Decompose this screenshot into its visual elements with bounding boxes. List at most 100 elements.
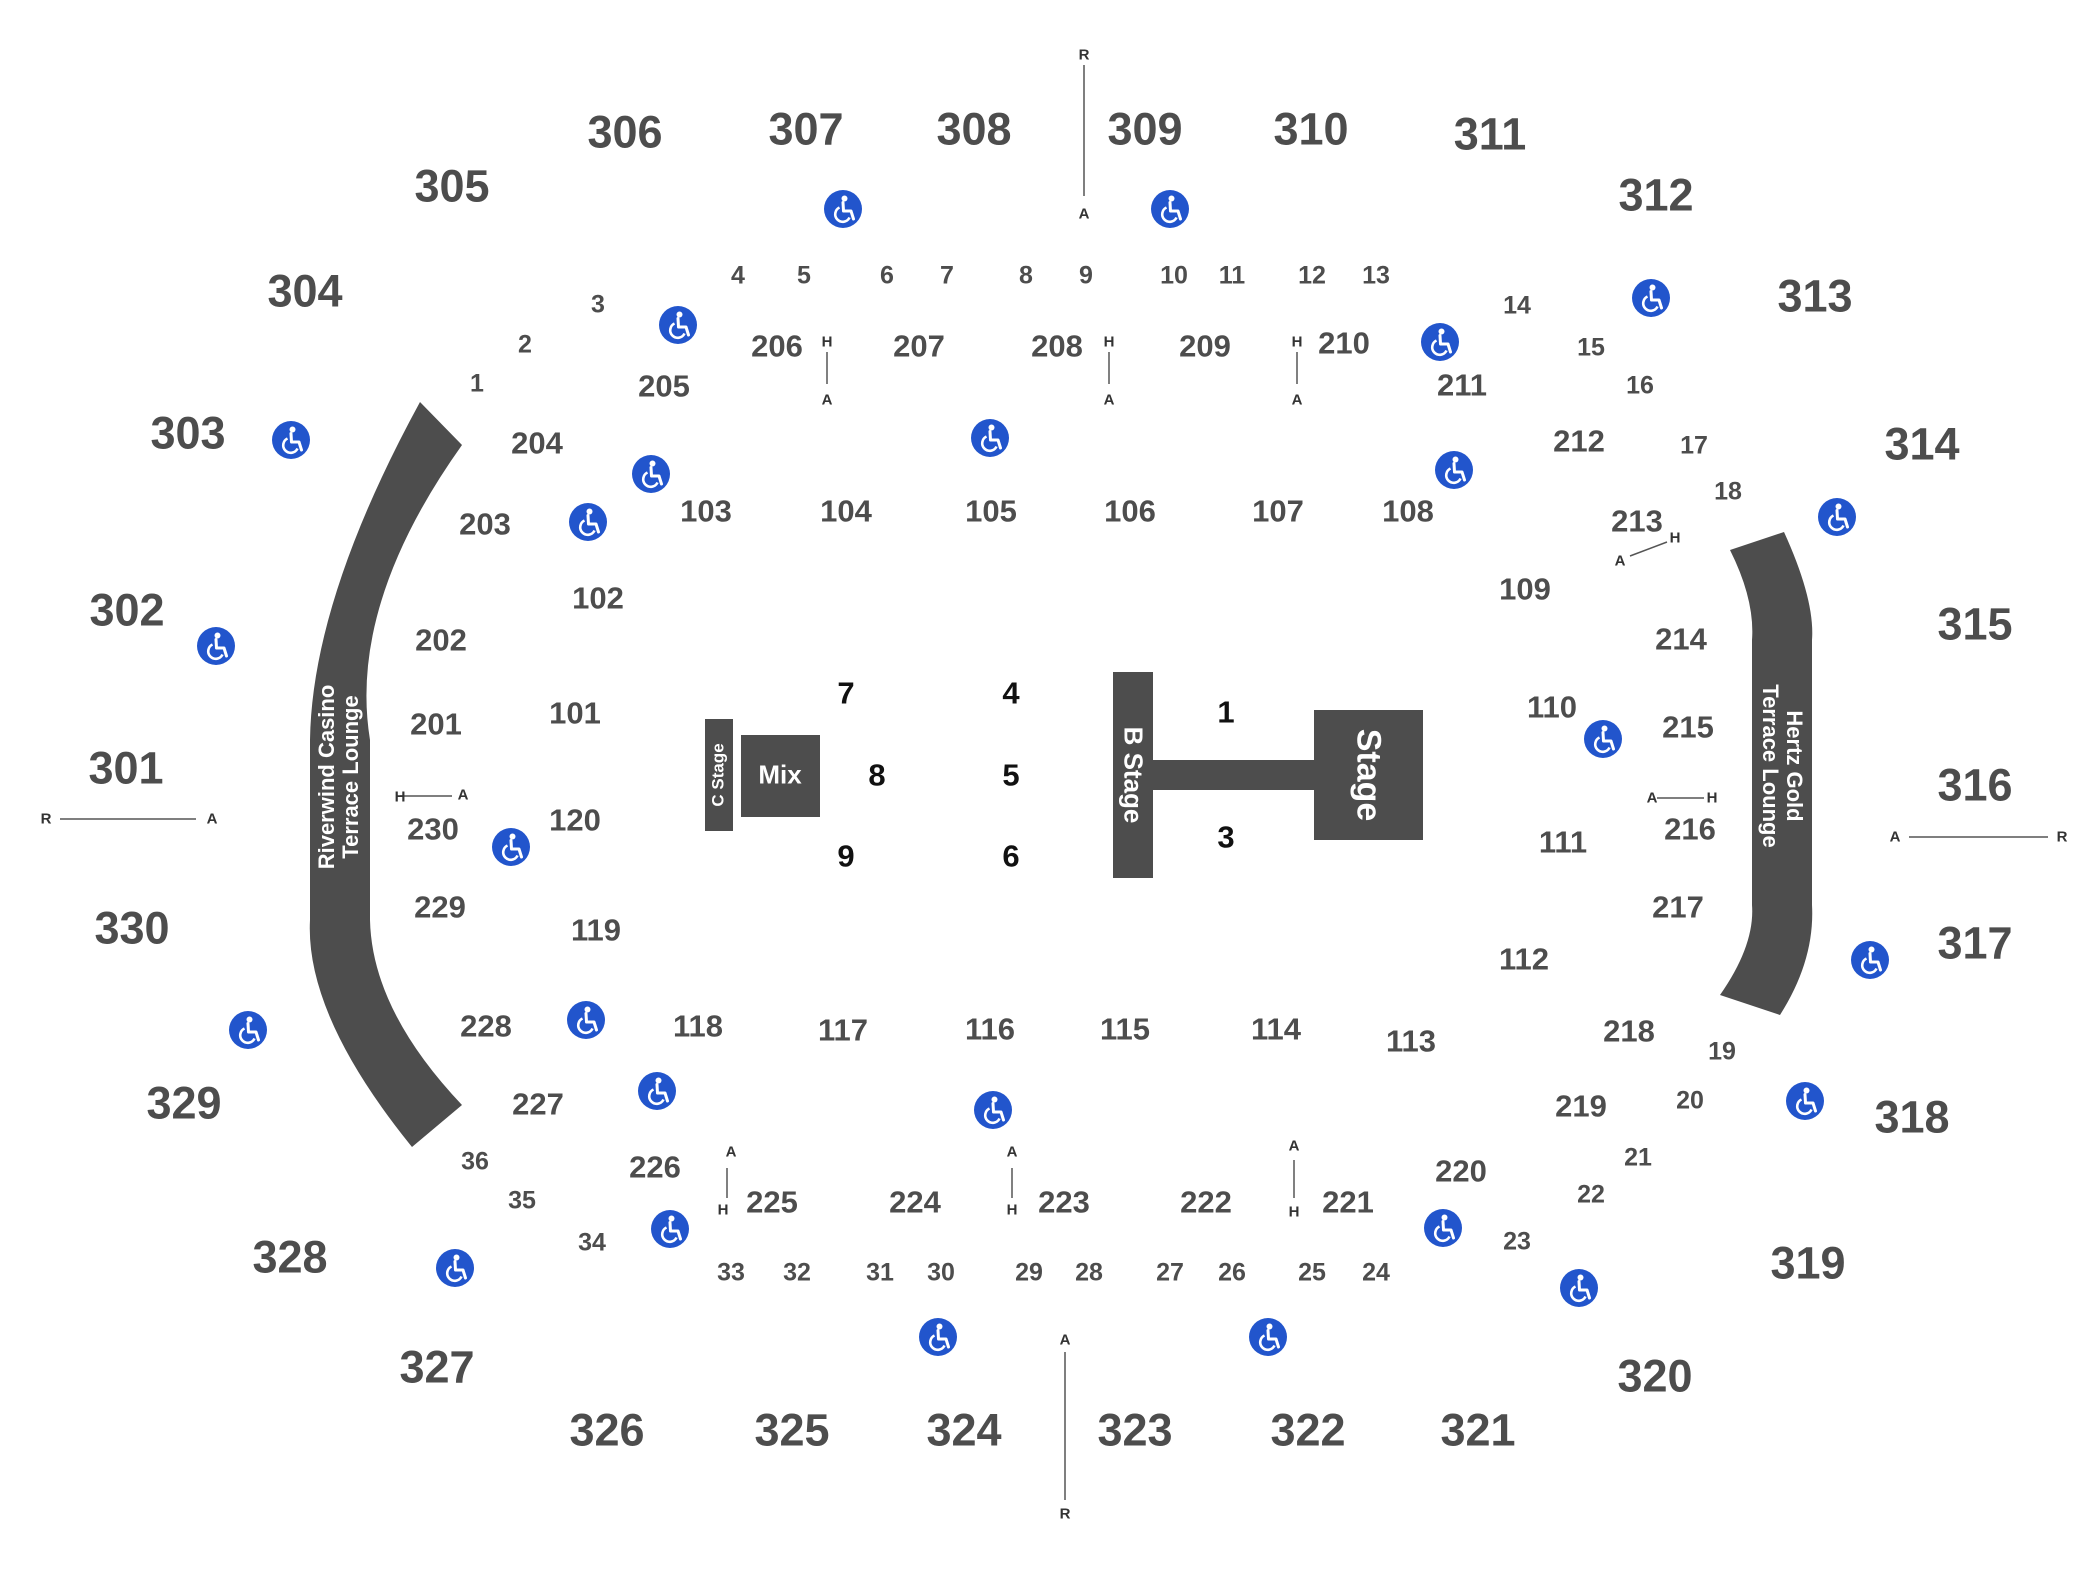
section-104[interactable]: 104	[820, 493, 872, 529]
floor-section-6[interactable]: 6	[1002, 838, 1020, 874]
suite-14[interactable]: 14	[1503, 291, 1531, 320]
section-118[interactable]: 118	[672, 1008, 724, 1044]
suite-12[interactable]: 12	[1298, 261, 1326, 290]
left-lounge-block[interactable]	[309, 402, 462, 1147]
suite-5[interactable]: 5	[797, 261, 811, 290]
section-329[interactable]: 329	[146, 1077, 222, 1129]
section-210[interactable]: 210	[1318, 325, 1370, 361]
section-212[interactable]: 212	[1553, 423, 1605, 459]
section-217[interactable]: 217	[1652, 889, 1704, 925]
suite-18[interactable]: 18	[1714, 477, 1742, 506]
section-307[interactable]: 307	[768, 103, 844, 155]
section-221[interactable]: 221	[1322, 1184, 1374, 1220]
section-306[interactable]: 306	[587, 106, 663, 158]
main-stage-block[interactable]	[1314, 710, 1423, 840]
section-107[interactable]: 107	[1252, 493, 1304, 529]
suite-20[interactable]: 20	[1676, 1086, 1704, 1115]
suite-15[interactable]: 15	[1577, 333, 1605, 362]
section-204[interactable]: 204	[511, 425, 563, 461]
suite-21[interactable]: 21	[1624, 1143, 1652, 1172]
suite-25[interactable]: 25	[1298, 1258, 1326, 1287]
section-225[interactable]: 225	[746, 1184, 798, 1220]
suite-4[interactable]: 4	[731, 261, 745, 290]
section-325[interactable]: 325	[754, 1404, 830, 1456]
section-110[interactable]: 110	[1526, 689, 1578, 725]
suite-19[interactable]: 19	[1708, 1037, 1736, 1066]
b-stage-block[interactable]	[1113, 672, 1153, 878]
floor-section-7[interactable]: 7	[837, 675, 855, 711]
suite-8[interactable]: 8	[1019, 261, 1033, 290]
section-312[interactable]: 312	[1618, 169, 1694, 221]
section-309[interactable]: 309	[1107, 103, 1183, 155]
suite-11[interactable]: 11	[1218, 261, 1246, 290]
section-330[interactable]: 330	[94, 902, 170, 954]
suite-2[interactable]: 2	[518, 330, 532, 359]
floor-section-3[interactable]: 3	[1217, 819, 1235, 855]
suite-30[interactable]: 30	[927, 1258, 955, 1287]
suite-23[interactable]: 23	[1503, 1227, 1531, 1256]
floor-section-9[interactable]: 9	[837, 838, 855, 874]
section-102[interactable]: 102	[572, 580, 624, 616]
section-203[interactable]: 203	[459, 506, 511, 542]
section-119[interactable]: 119	[570, 912, 622, 948]
section-213[interactable]: 213	[1611, 503, 1663, 539]
suite-31[interactable]: 31	[866, 1258, 894, 1287]
suite-27[interactable]: 27	[1156, 1258, 1184, 1287]
suite-9[interactable]: 9	[1079, 261, 1093, 290]
mix-block[interactable]	[741, 735, 820, 817]
section-301[interactable]: 301	[88, 742, 164, 794]
section-303[interactable]: 303	[150, 407, 226, 459]
section-322[interactable]: 322	[1270, 1404, 1346, 1456]
suite-26[interactable]: 26	[1218, 1258, 1246, 1287]
floor-section-8[interactable]: 8	[868, 757, 886, 793]
section-115[interactable]: 115	[1099, 1011, 1151, 1047]
suite-36[interactable]: 36	[461, 1147, 489, 1176]
section-328[interactable]: 328	[252, 1231, 328, 1283]
section-321[interactable]: 321	[1440, 1404, 1516, 1456]
section-302[interactable]: 302	[89, 584, 165, 636]
suite-34[interactable]: 34	[578, 1228, 606, 1257]
suite-6[interactable]: 6	[880, 261, 894, 290]
suite-33[interactable]: 33	[717, 1258, 745, 1287]
suite-24[interactable]: 24	[1362, 1258, 1390, 1287]
section-106[interactable]: 106	[1104, 493, 1156, 529]
section-220[interactable]: 220	[1435, 1153, 1487, 1189]
suite-28[interactable]: 28	[1075, 1258, 1103, 1287]
suite-3[interactable]: 3	[591, 290, 605, 319]
section-323[interactable]: 323	[1097, 1404, 1173, 1456]
suite-29[interactable]: 29	[1015, 1258, 1043, 1287]
section-227[interactable]: 227	[512, 1086, 564, 1122]
section-103[interactable]: 103	[680, 493, 732, 529]
section-326[interactable]: 326	[569, 1404, 645, 1456]
section-318[interactable]: 318	[1874, 1091, 1950, 1143]
section-230[interactable]: 230	[407, 811, 459, 847]
section-223[interactable]: 223	[1038, 1184, 1090, 1220]
section-109[interactable]: 109	[1499, 571, 1551, 607]
section-207[interactable]: 207	[893, 328, 945, 364]
section-201[interactable]: 201	[410, 706, 462, 742]
section-211[interactable]: 211	[1436, 367, 1488, 403]
section-304[interactable]: 304	[267, 265, 343, 317]
section-108[interactable]: 108	[1382, 493, 1434, 529]
section-228[interactable]: 228	[460, 1008, 512, 1044]
section-116[interactable]: 116	[964, 1011, 1016, 1047]
section-209[interactable]: 209	[1179, 328, 1231, 364]
section-310[interactable]: 310	[1273, 103, 1349, 155]
section-202[interactable]: 202	[415, 622, 467, 658]
section-205[interactable]: 205	[638, 368, 690, 404]
section-214[interactable]: 214	[1655, 621, 1707, 657]
floor-section-4[interactable]: 4	[1002, 675, 1020, 711]
section-224[interactable]: 224	[889, 1184, 941, 1220]
section-308[interactable]: 308	[936, 103, 1012, 155]
section-216[interactable]: 216	[1664, 811, 1716, 847]
section-114[interactable]: 114	[1250, 1011, 1302, 1047]
section-206[interactable]: 206	[751, 328, 803, 364]
suite-22[interactable]: 22	[1577, 1180, 1605, 1209]
section-229[interactable]: 229	[414, 889, 466, 925]
section-120[interactable]: 120	[549, 802, 601, 838]
section-316[interactable]: 316	[1937, 759, 2013, 811]
section-314[interactable]: 314	[1884, 418, 1960, 470]
section-215[interactable]: 215	[1662, 709, 1714, 745]
suite-17[interactable]: 17	[1680, 431, 1708, 460]
suite-13[interactable]: 13	[1362, 261, 1390, 290]
